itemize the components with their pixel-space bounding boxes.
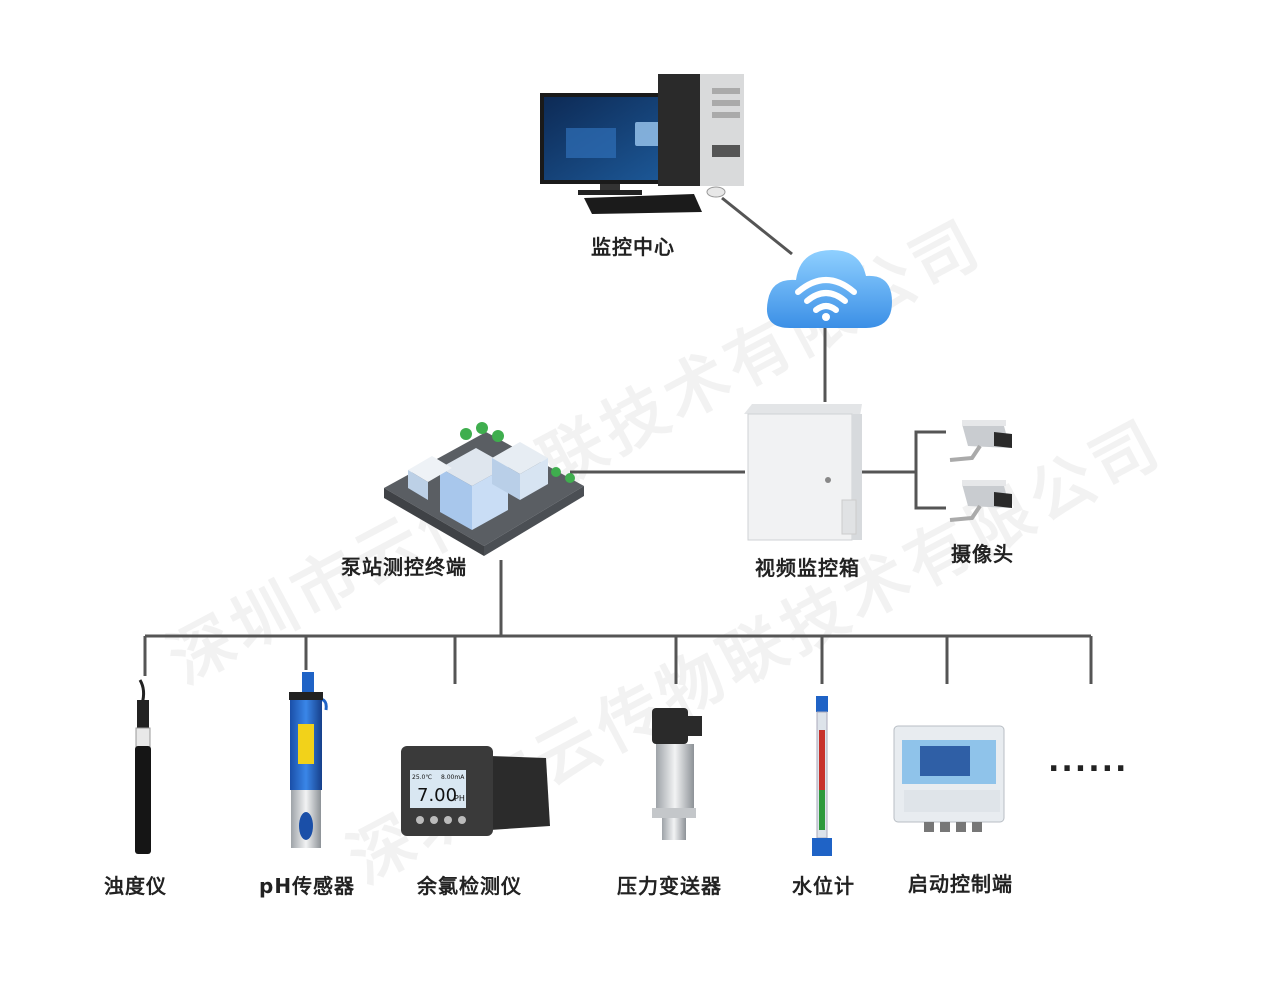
label-video-box: 视频监控箱	[755, 556, 860, 580]
ph-sensor-icon	[289, 672, 328, 848]
label-camera: 摄像头	[951, 542, 1014, 566]
label-pressure: 压力变送器	[617, 874, 722, 898]
label-turbidity: 浊度仪	[104, 874, 167, 898]
line-camera-bracket	[914, 430, 946, 510]
more-devices-ellipsis: ......	[1048, 744, 1129, 779]
connection-lines	[143, 196, 1093, 684]
camera-icon	[949, 420, 1012, 462]
label-chlorine: 余氯检测仪	[417, 874, 522, 898]
camera-icon	[949, 480, 1012, 522]
level-gauge-icon	[812, 696, 832, 856]
chlorine-temp: 25.0℃	[412, 774, 432, 781]
label-start-control: 启动控制端	[908, 872, 1013, 896]
chlorine-current: 8.00mA	[441, 774, 465, 781]
label-monitor-center: 监控中心	[591, 235, 675, 259]
chlorine-meter-icon: 7.00 PH 25.0℃ 8.00mA	[401, 746, 550, 836]
pressure-transmitter-icon	[652, 708, 702, 840]
cloud-wifi-icon	[766, 250, 892, 328]
control-cabinet-icon	[893, 725, 1005, 832]
cabinet-icon	[744, 404, 862, 541]
line-pc-cloud	[721, 196, 793, 256]
label-ph-sensor: pH传感器	[259, 874, 356, 898]
computer-icon	[540, 74, 744, 214]
label-level: 水位计	[792, 874, 855, 898]
chlorine-reading: 7.00	[417, 785, 457, 806]
label-pump-terminal: 泵站测控终端	[341, 555, 467, 579]
city-icon	[384, 422, 584, 556]
chlorine-unit: PH	[454, 794, 465, 803]
turbidity-probe-icon	[135, 679, 151, 854]
